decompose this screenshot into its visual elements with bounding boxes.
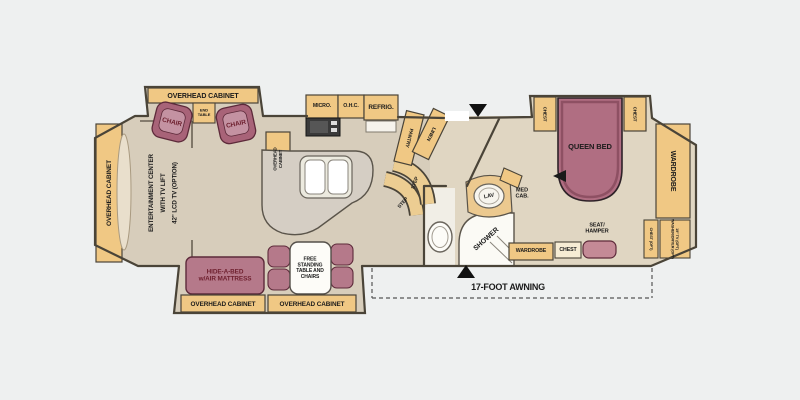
overhead-cabinet-bottom-right-label: OVERHEAD CABINET	[279, 299, 345, 308]
lav-label: LAV	[483, 191, 495, 200]
dinette-line-3: TABLE AND	[296, 268, 324, 274]
overhead-cabinet-front-label: OVERHEAD CABINET	[104, 160, 113, 226]
end-table-label: END TABLE	[197, 108, 211, 118]
seat-hamper-line-2: HAMPER	[585, 228, 609, 234]
ent-center-line-1: ENTERTAINMENT CENTER	[147, 154, 155, 232]
dinette-table	[289, 241, 332, 295]
end-table-line-2: TABLE	[197, 112, 211, 117]
ent-center-line-3: 42" LCD TV (OPTION)	[170, 162, 178, 224]
entry-door-gap	[445, 111, 469, 121]
dinette-line-1: FREE	[303, 256, 317, 263]
corner-tv-washer-line-1: 19" TV (OPT)	[675, 228, 680, 250]
chair-right-shape	[215, 103, 257, 145]
dinette-line-2: STANDING	[297, 262, 323, 268]
bed-arrow	[553, 170, 566, 182]
end-table-box	[192, 102, 216, 124]
corner-tv-washer-label: 19" TV (OPT) WASHER/DRYER (OPT)	[670, 219, 680, 259]
med-cab-box	[499, 167, 523, 189]
med-cab-line-2: CAB.	[515, 193, 529, 199]
ent-center-line-2: WITH TV LIFT	[159, 173, 167, 213]
toilet	[427, 221, 453, 253]
refrig-label: REFRIG.	[368, 102, 394, 111]
lav-sink	[473, 183, 505, 209]
chest-right-label: CHEST	[632, 106, 638, 122]
med-cab-label: MED CAB.	[515, 187, 528, 199]
step-lower-label: STEP	[396, 196, 410, 210]
refrigerator-box	[363, 94, 399, 121]
front-overhead-cabinet	[95, 123, 132, 263]
step-upper-label: STEP	[410, 176, 420, 190]
entry-door-triangle-bottom	[457, 265, 475, 278]
wardrobe-bottom-label: WARDROBE	[515, 247, 547, 254]
hide-a-bed-line-2: w/AIR MATTRESS	[198, 274, 252, 282]
awning-dashes	[371, 268, 653, 299]
awning-label: 17-FOOT AWNING	[471, 281, 545, 292]
wardrobe-bottom-box	[508, 242, 554, 261]
chair-left-label: CHAIR	[161, 115, 183, 128]
pantry-label: PANTRY	[404, 127, 415, 149]
corner-chest-box	[643, 219, 659, 259]
chair-right-label: CHAIR	[225, 117, 247, 130]
wardrobe-side-box	[655, 123, 691, 219]
entertainment-center-label: ENTERTAINMENT CENTER WITH TV LIFT 42" LC…	[145, 154, 180, 232]
corner-chest-label: CHEST (OPT)	[649, 227, 654, 251]
queen-bed-shape	[553, 97, 623, 202]
queen-bed-label: QUEEN BED	[568, 142, 612, 151]
corner-tv-washer-line-2: WASHER/DRYER (OPT)	[670, 219, 676, 259]
shower-label: SHOWER	[471, 225, 500, 253]
hide-a-bed-shape	[185, 256, 265, 295]
dinette-set	[267, 241, 354, 295]
linen-cabinet	[411, 107, 451, 161]
chair-left-shape	[151, 101, 193, 143]
ohc-label: O.H.C.	[343, 102, 359, 109]
seat-hamper-line-1: SEAT/	[589, 221, 605, 228]
entry-steps	[382, 156, 436, 217]
end-table-line-1: END	[199, 108, 209, 113]
seat-hamper-box	[582, 240, 617, 259]
dinette-label: FREE STANDING TABLE AND CHAIRS	[296, 256, 324, 280]
hide-a-bed-label: HIDE-A-BED w/AIR MATTRESS	[198, 267, 252, 282]
kitchen-overhead-cabinet-label: OVERHEAD CABINET	[272, 147, 283, 170]
counter-strip	[365, 120, 397, 133]
hide-a-bed-line-1: HIDE-A-BED	[206, 267, 244, 275]
seat-hamper-label: SEAT/ HAMPER	[585, 222, 608, 234]
dinette-line-4: CHAIRS	[300, 273, 320, 280]
kitchen-ohc-line-2: CABINET	[278, 149, 283, 169]
chest-bottom-box	[554, 241, 582, 259]
overhead-cabinet-bottom-left-label: OVERHEAD CABINET	[190, 299, 256, 308]
entry-door-triangle-top	[469, 104, 487, 117]
cooktop	[305, 117, 341, 137]
overhead-cabinet-top-label: OVERHEAD CABINET	[167, 91, 239, 100]
double-sink	[299, 155, 353, 199]
chest-left-label: CHEST	[542, 106, 548, 122]
med-cab-line-1: MED	[516, 186, 528, 193]
micro-label: MICRO.	[312, 102, 332, 109]
linen-label: LINEN	[425, 126, 437, 142]
chest-bottom-label: CHEST	[559, 246, 577, 253]
walls	[93, 85, 698, 315]
wardrobe-side-label: WARDROBE	[669, 150, 678, 192]
